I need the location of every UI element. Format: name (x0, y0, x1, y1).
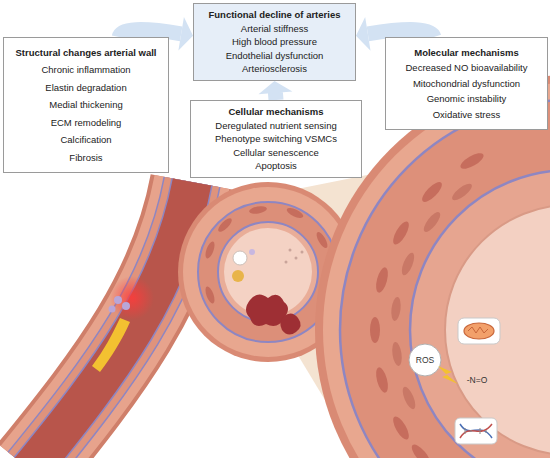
artery-media (30, 182, 192, 458)
plaque (92, 318, 130, 372)
dna-icon (455, 418, 497, 444)
box-item: Endothelial dysfunction (226, 49, 324, 63)
smooth-muscle-cell (285, 206, 304, 220)
mechanism-box: Cellular mechanismsDeregulated nutrient … (190, 100, 362, 178)
blood-cell (249, 249, 255, 255)
particle (285, 261, 288, 264)
smooth-muscle-cell (419, 179, 444, 204)
smooth-muscle-cell (400, 385, 418, 411)
dna-rungs (465, 428, 486, 434)
box-heading: Structural changes arterial wall (16, 44, 157, 62)
smooth-muscle-cell (391, 341, 403, 366)
box-item: Apoptosis (255, 159, 297, 173)
box-item: Fibrosis (69, 149, 102, 167)
mitochondrion (464, 323, 494, 339)
box-item: Elastin degradation (45, 79, 126, 97)
smooth-muscle-cell (390, 219, 412, 247)
arrow-shaft (268, 92, 284, 100)
box-item: Mitochondrial dysfunction (413, 76, 520, 92)
particle (301, 251, 304, 254)
box-item: Arteriosclerosis (242, 62, 307, 76)
box-item: Phenotype switching VSMCs (215, 132, 337, 146)
immune-cell (109, 306, 116, 313)
smooth-muscle-cell (204, 240, 217, 259)
blood-cell (233, 251, 247, 265)
zoom-media (340, 100, 550, 458)
zoom-intima (410, 170, 550, 458)
blood-cell (232, 270, 244, 282)
dna-strand (460, 424, 492, 438)
flow-arrow (258, 81, 292, 100)
icon-label: ROS (405, 355, 445, 365)
smooth-muscle-cell (314, 230, 329, 249)
arrow-head (356, 17, 371, 51)
dna-strand (460, 424, 492, 438)
immune-cell (122, 302, 130, 310)
smooth-muscle-cell (374, 266, 390, 294)
arrow-shaft (119, 30, 181, 37)
mitochondria-icon (458, 318, 500, 344)
smooth-muscle-cell (390, 297, 402, 322)
box-item: Arterial stiffness (241, 22, 308, 36)
smooth-muscle-cell (399, 251, 416, 277)
box-item: Genomic instability (427, 91, 507, 107)
box-item: Chronic inflammation (41, 61, 130, 79)
artery-lumen (30, 182, 192, 458)
arrow-head (258, 81, 292, 94)
box-item: Deregulated nutrient sensing (215, 119, 336, 133)
box-item: ECM remodeling (51, 114, 122, 132)
mechanism-box: Functional decline of arteriesArterial s… (193, 3, 356, 81)
box-item: High blood pressure (232, 35, 317, 49)
smooth-muscle-cell (204, 285, 217, 304)
box-heading: Cellular mechanisms (228, 105, 323, 119)
mechanism-box: Structural changes arterial wallChronic … (3, 37, 169, 173)
arrow-shaft (368, 30, 434, 37)
smooth-muscle-cell (450, 181, 474, 203)
particle (289, 249, 292, 252)
lightning-bolt (438, 366, 458, 384)
box-heading: Functional decline of arteries (209, 8, 341, 22)
smooth-muscle-cell (249, 205, 268, 215)
smooth-muscle-cell (409, 442, 433, 458)
immune-cell (114, 296, 122, 304)
particle (295, 257, 298, 260)
artery-outer (30, 182, 192, 458)
inflammation-glow (110, 276, 154, 320)
smooth-muscle-cell (374, 366, 390, 394)
elastic-lamina (30, 182, 192, 458)
thrombus (280, 313, 300, 334)
zoom-lumen (445, 205, 550, 455)
icon-label: -N=O (452, 375, 502, 385)
smooth-muscle-cell (421, 210, 443, 234)
smooth-muscle-cell (458, 150, 486, 172)
box-heading: Molecular mechanisms (414, 45, 519, 61)
box-item: Oxidative stress (433, 107, 501, 123)
elastic-lamina (30, 182, 192, 458)
smooth-muscle-cell (216, 216, 234, 234)
mechanism-box: Molecular mechanismsDecreased NO bioavai… (385, 37, 548, 130)
box-item: Decreased NO bioavailability (406, 60, 528, 76)
smooth-muscle-cell (390, 414, 412, 442)
artery-adventitia (30, 182, 192, 458)
mitochondrion-cristae (468, 327, 488, 333)
box-item: Cellular senescence (233, 146, 319, 160)
box-item: Medial thickening (49, 96, 122, 114)
smooth-muscle-cell (370, 317, 380, 343)
box-item: Calcification (60, 131, 111, 149)
arrow-head (178, 17, 193, 51)
